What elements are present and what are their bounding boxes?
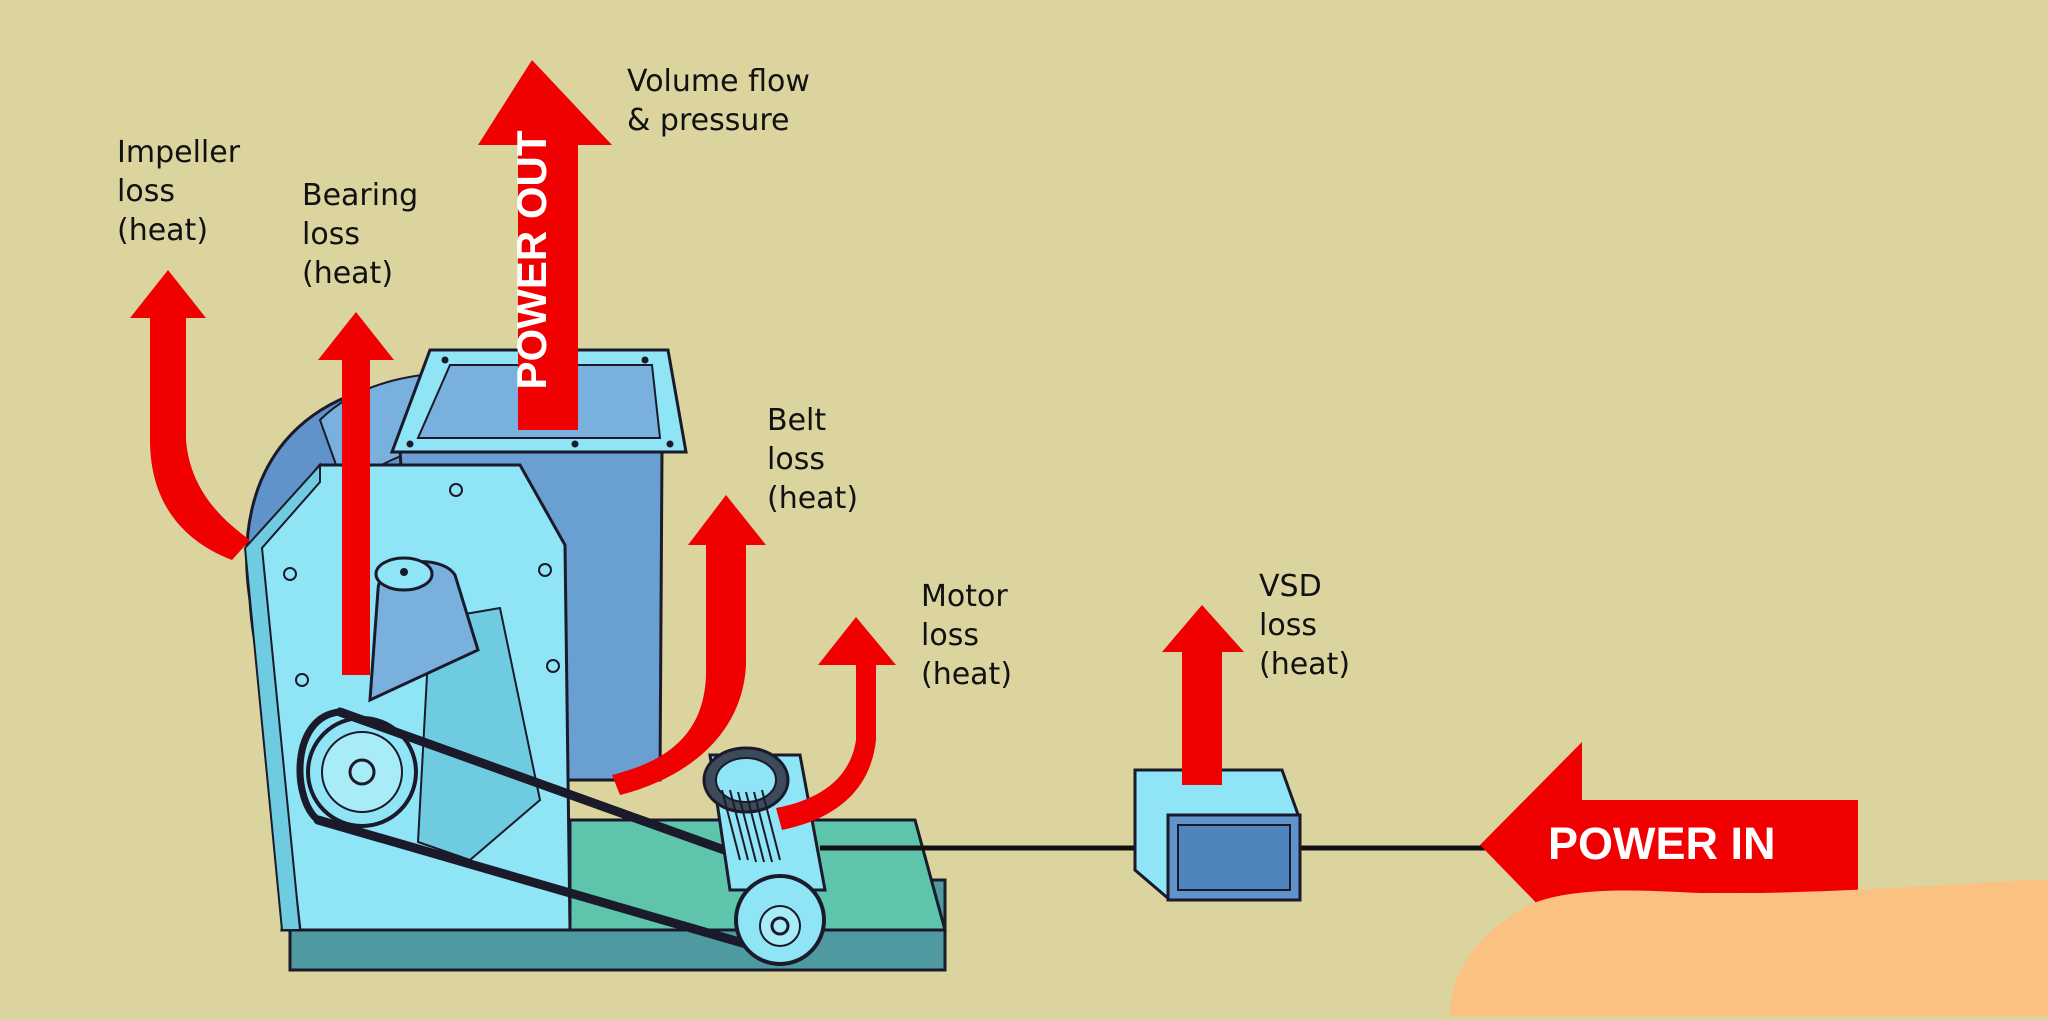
motor bbox=[702, 746, 827, 966]
belt-loss-label: Belt loss (heat) bbox=[767, 403, 859, 516]
bearing-housing bbox=[368, 556, 480, 703]
power-out-label: POWER OUT bbox=[508, 130, 555, 390]
drive-belt bbox=[296, 707, 785, 953]
bearing-loss-arrow bbox=[318, 312, 394, 675]
motor-loss-arrow bbox=[776, 617, 896, 830]
fan-pedestal bbox=[243, 462, 572, 932]
orange-smudge bbox=[1450, 880, 2048, 1016]
vsd-loss-arrow bbox=[1162, 605, 1244, 785]
impeller-loss-arrow bbox=[130, 270, 250, 560]
impeller-loss-label: Impeller loss (heat) bbox=[117, 135, 241, 248]
vsd-box bbox=[1133, 768, 1302, 902]
motor-loss-label: Motor loss (heat) bbox=[921, 579, 1013, 692]
belt-loss-arrow bbox=[612, 495, 766, 795]
bearing-loss-label: Bearing loss (heat) bbox=[302, 178, 419, 291]
volume-flow-label: Volume flow & pressure bbox=[627, 64, 810, 138]
vsd-loss-label: VSD loss (heat) bbox=[1259, 569, 1351, 682]
power-in-label: POWER IN bbox=[1548, 818, 1776, 869]
fan-pulley bbox=[306, 716, 418, 828]
power-out-arrow bbox=[478, 60, 612, 430]
